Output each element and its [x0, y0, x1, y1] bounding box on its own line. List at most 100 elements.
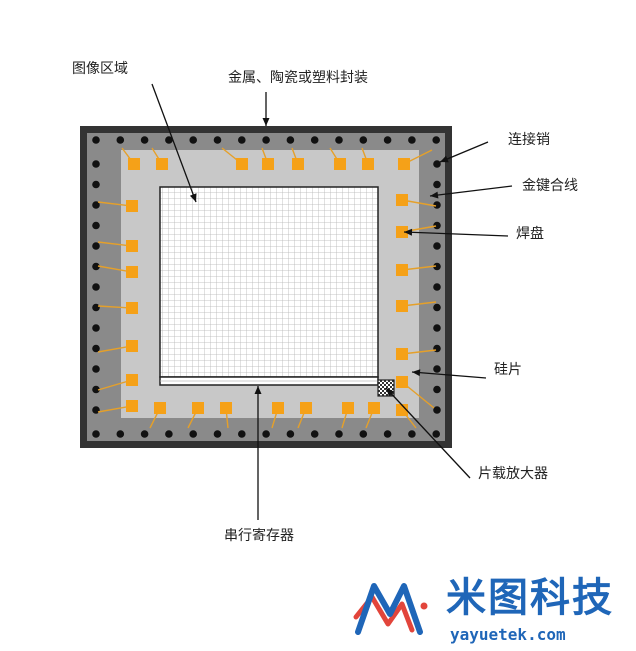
- pin-left: [92, 283, 100, 291]
- bond-pad: [126, 340, 138, 352]
- leader-onchip-amp-arrowhead: [386, 388, 394, 397]
- pin-top: [359, 136, 368, 144]
- pin-left: [92, 160, 100, 168]
- bond-pad: [396, 300, 408, 312]
- leader-gold-wire-arrowhead: [430, 191, 439, 199]
- bond-pad: [396, 264, 408, 276]
- image-area: [159, 186, 379, 378]
- bond-pad: [126, 200, 138, 212]
- leader-silicon-die-arrowhead: [412, 369, 421, 377]
- label-package: 金属、陶瓷或塑料封装: [228, 70, 368, 86]
- pin-left: [92, 180, 100, 189]
- pin-top: [408, 136, 416, 144]
- pin-top: [116, 136, 125, 144]
- pin-top: [262, 136, 270, 144]
- bond-pad: [154, 402, 166, 414]
- pin-right: [433, 385, 441, 394]
- pin-bottom: [432, 430, 441, 438]
- pin-top: [335, 136, 343, 144]
- pin-bottom: [262, 430, 270, 438]
- pin-right: [433, 406, 441, 414]
- connection-pins: [92, 136, 441, 438]
- bond-pad: [292, 158, 304, 170]
- pin-top: [238, 136, 246, 144]
- pin-left: [92, 365, 100, 373]
- bond-pad: [396, 226, 408, 238]
- pin-bottom: [286, 430, 295, 438]
- pin-top: [165, 136, 173, 144]
- pin-left: [92, 344, 100, 353]
- pin-left: [92, 221, 100, 230]
- bond-pad: [396, 194, 408, 206]
- leader-gold-wire: [429, 185, 513, 197]
- pin-right: [433, 283, 441, 291]
- leader-connect-pin-arrowhead: [440, 155, 449, 163]
- pin-left: [92, 303, 100, 312]
- pin-left: [92, 201, 100, 209]
- leader-image-area-arrowhead: [189, 193, 197, 202]
- pin-bottom: [335, 430, 343, 438]
- pin-top: [432, 136, 441, 144]
- pin-left: [92, 262, 100, 271]
- pin-bottom: [189, 430, 197, 438]
- bond-pad: [300, 402, 312, 414]
- pin-bottom: [165, 430, 173, 438]
- label-silicon-die: 硅片: [494, 362, 522, 378]
- bond-pad: [126, 400, 138, 412]
- brand-url: yayuetek.com: [450, 625, 566, 644]
- pin-right: [433, 365, 441, 373]
- leader-onchip-amp: [385, 387, 471, 479]
- label-shift-register: 串行寄存器: [224, 528, 294, 544]
- bond-pad: [126, 374, 138, 386]
- pin-bottom: [116, 430, 125, 438]
- bond-pad: [128, 158, 140, 170]
- pin-right: [433, 221, 441, 230]
- pin-left: [92, 406, 100, 414]
- pin-right: [433, 344, 441, 353]
- bond-pad: [272, 402, 284, 414]
- bond-pads: [126, 158, 410, 416]
- bond-pad: [362, 158, 374, 170]
- pin-top: [189, 136, 197, 144]
- pin-right: [433, 201, 441, 209]
- brand-logo-mark: [353, 583, 428, 635]
- label-bond-pad: 焊盘: [516, 226, 544, 242]
- leader-image-area: [151, 83, 197, 203]
- pin-top: [92, 136, 100, 144]
- pin-left: [92, 242, 100, 250]
- bond-pad: [236, 158, 248, 170]
- leader-shift-register-arrowhead: [254, 386, 262, 394]
- pin-top: [213, 136, 222, 144]
- label-onchip-amp: 片载放大器: [478, 466, 548, 482]
- bond-pad: [334, 158, 346, 170]
- bond-pad: [398, 158, 410, 170]
- leader-package-arrowhead: [262, 118, 270, 126]
- label-connect-pin: 连接销: [508, 132, 550, 148]
- bond-pad: [192, 402, 204, 414]
- pin-right: [433, 180, 441, 189]
- bond-pad: [126, 302, 138, 314]
- pin-right: [433, 324, 441, 332]
- bond-pad: [126, 240, 138, 252]
- leader-silicon-die: [411, 371, 487, 379]
- pin-bottom: [383, 430, 392, 438]
- pin-top: [140, 136, 149, 144]
- pin-bottom: [140, 430, 149, 438]
- pin-right: [433, 160, 441, 168]
- leader-connect-pin: [439, 141, 489, 163]
- bond-pad: [262, 158, 274, 170]
- pin-top: [286, 136, 295, 144]
- bond-pad: [396, 376, 408, 388]
- bond-pad: [156, 158, 168, 170]
- pin-bottom: [238, 430, 246, 438]
- pin-bottom: [213, 430, 222, 438]
- pin-bottom: [92, 430, 100, 438]
- pin-right: [433, 303, 441, 312]
- leader-bond-pad-arrowhead: [404, 228, 413, 236]
- pin-bottom: [408, 430, 416, 438]
- bond-pad: [396, 404, 408, 416]
- label-gold-wire: 金键合线: [522, 178, 578, 194]
- leader-lines: [151, 83, 513, 520]
- pin-top: [310, 136, 319, 144]
